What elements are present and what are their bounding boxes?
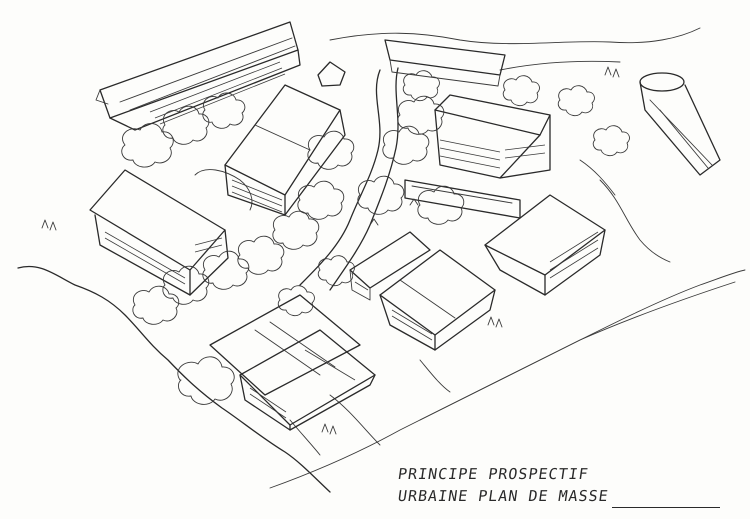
caption-underline bbox=[612, 507, 720, 508]
building-right-tower bbox=[639, 72, 721, 176]
tree bbox=[357, 175, 405, 215]
tree bbox=[121, 123, 174, 168]
tree bbox=[397, 95, 445, 135]
tree bbox=[502, 75, 540, 107]
building-top-right bbox=[434, 94, 551, 179]
right-slope-1 bbox=[599, 179, 671, 263]
tree bbox=[417, 185, 465, 225]
tree bbox=[277, 285, 315, 317]
lot-line-1 bbox=[329, 394, 381, 446]
tree bbox=[162, 105, 210, 145]
building-lower-block bbox=[209, 294, 376, 431]
building-top-center bbox=[224, 84, 346, 216]
caption-line-2: URBAINE PLAN DE MASSE bbox=[396, 487, 610, 505]
tree bbox=[382, 125, 430, 165]
top-road-line-2 bbox=[499, 60, 621, 71]
central-path-right bbox=[329, 67, 399, 291]
caption-line-1: PRINCIPE PROSPECTIF bbox=[396, 465, 590, 483]
garden-path bbox=[194, 169, 253, 211]
building-top-row bbox=[384, 39, 506, 87]
building-center-cluster bbox=[379, 249, 496, 351]
tree bbox=[202, 250, 250, 290]
tree bbox=[317, 255, 355, 287]
parking-line bbox=[411, 185, 513, 204]
building-small-hut bbox=[317, 61, 346, 87]
tree bbox=[177, 356, 235, 405]
top-road-line bbox=[329, 27, 701, 45]
lot-line-2 bbox=[419, 359, 451, 393]
tree bbox=[557, 85, 595, 117]
tree bbox=[132, 285, 180, 325]
building-left-house bbox=[89, 169, 229, 296]
tree bbox=[272, 210, 320, 250]
central-path-left bbox=[299, 69, 381, 286]
lot-line-3 bbox=[289, 419, 321, 456]
building-right-house bbox=[484, 194, 606, 296]
trees bbox=[121, 70, 630, 405]
tree bbox=[202, 92, 246, 129]
right-slope-2 bbox=[579, 159, 616, 196]
tree bbox=[402, 70, 440, 102]
left-site-edge bbox=[17, 265, 331, 493]
shrubs bbox=[41, 66, 620, 435]
building-top-left-block bbox=[95, 21, 301, 131]
tree bbox=[297, 180, 345, 220]
tree bbox=[162, 265, 210, 305]
right-terrain-line bbox=[419, 281, 736, 421]
tree bbox=[237, 235, 285, 275]
tree bbox=[307, 130, 355, 170]
tree bbox=[592, 125, 630, 157]
